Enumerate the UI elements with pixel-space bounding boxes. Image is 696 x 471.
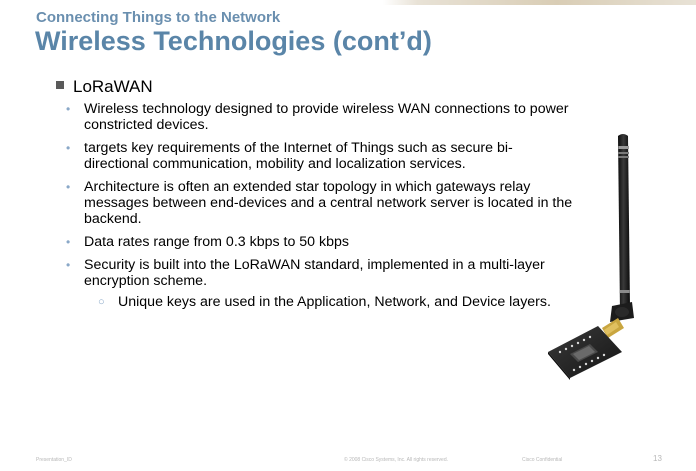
- circle-bullet-icon: ○: [98, 296, 105, 308]
- dot-bullet-icon: •: [66, 141, 71, 155]
- lorawan-antenna-module-image: [548, 134, 634, 380]
- bullet-item: • Wireless technology designed to provid…: [66, 101, 576, 133]
- footer-confidential: Cisco Confidential: [522, 457, 563, 463]
- square-bullet-icon: [56, 81, 64, 89]
- bullet-item: • Security is built into the LoRaWAN sta…: [66, 257, 576, 289]
- slide-content: LoRaWAN • Wireless technology designed t…: [56, 77, 576, 310]
- bullet-text: Wireless technology designed to provide …: [84, 101, 569, 133]
- bullet-text: targets key requirements of the Internet…: [84, 140, 513, 172]
- dot-bullet-icon: •: [66, 235, 71, 249]
- sub-bullet-item: ○ Unique keys are used in the Applicatio…: [98, 294, 576, 310]
- sub-bullet-text: Unique keys are used in the Application,…: [118, 294, 551, 310]
- bullet-item: • Architecture is often an extended star…: [66, 179, 576, 227]
- header-accent-bar: [0, 0, 696, 5]
- dot-bullet-icon: •: [66, 102, 71, 116]
- bullet-level-1: LoRaWAN: [56, 77, 576, 97]
- bullet-item: • Data rates range from 0.3 kbps to 50 k…: [66, 234, 576, 250]
- bullet-text: Data rates range from 0.3 kbps to 50 kbp…: [84, 234, 349, 250]
- bullet-text: Security is built into the LoRaWAN stand…: [84, 257, 545, 289]
- page-number: 13: [653, 454, 662, 463]
- dot-bullet-icon: •: [66, 180, 71, 194]
- bullet-heading: LoRaWAN: [73, 77, 153, 96]
- bullet-item: • targets key requirements of the Intern…: [66, 140, 576, 172]
- bullet-text: Architecture is often an extended star t…: [84, 179, 573, 227]
- slide-subtitle: Connecting Things to the Network: [36, 9, 281, 26]
- slide-title: Wireless Technologies (cont’d): [35, 26, 432, 56]
- footer-copyright: © 2008 Cisco Systems, Inc. All rights re…: [344, 457, 449, 463]
- footer-presentation-id: Presentation_ID: [36, 457, 72, 463]
- dot-bullet-icon: •: [66, 258, 71, 272]
